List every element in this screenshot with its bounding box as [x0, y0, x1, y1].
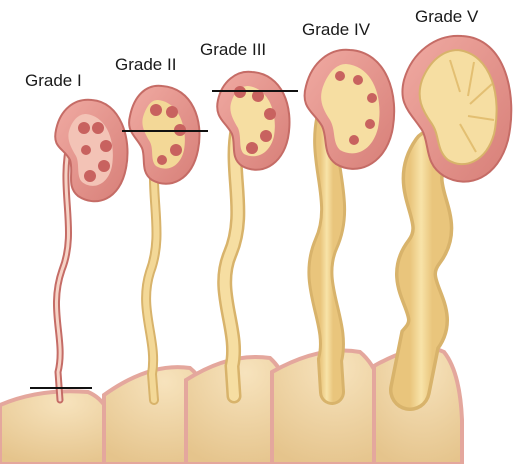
label-grade-1: Grade I	[25, 71, 82, 90]
grade-1-kidney-ureter	[55, 100, 127, 400]
grade-2-kidney-ureter	[129, 86, 199, 400]
label-grade-2: Grade II	[115, 55, 176, 74]
label-grade-3: Grade III	[200, 40, 266, 59]
grade-5-kidney-ureter	[402, 36, 511, 390]
grade-4-kidney-ureter	[305, 50, 395, 392]
label-grade-5: Grade V	[415, 7, 479, 26]
grade-3-kidney-ureter	[217, 72, 289, 396]
label-grade-4: Grade IV	[302, 20, 371, 39]
